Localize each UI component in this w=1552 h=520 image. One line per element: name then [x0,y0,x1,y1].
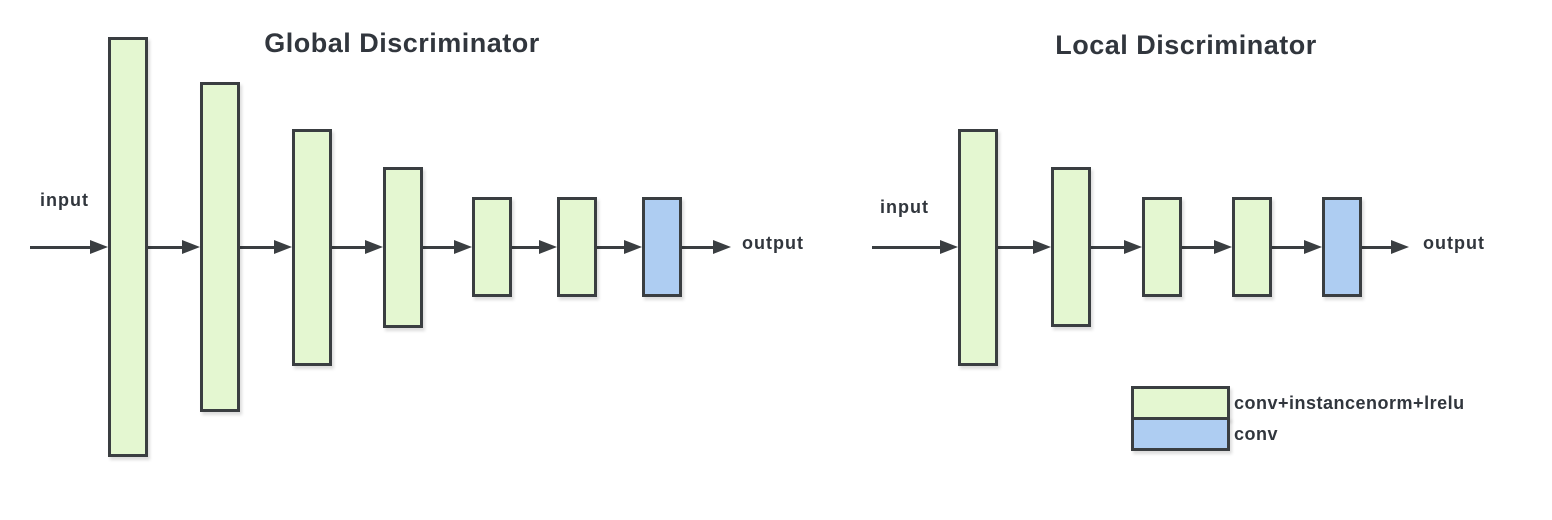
diagram-title: Local Discriminator [1055,30,1317,60]
flow-arrow-line [872,246,952,249]
output-label: output [742,233,804,253]
flow-arrow-line [1182,246,1226,249]
conv-instancenorm-lrelu-layer-bar [200,82,240,412]
flow-arrowhead-icon [1033,240,1051,254]
flow-arrowhead-icon [1214,240,1232,254]
flow-arrow-line [998,246,1045,249]
flow-arrowhead-icon [713,240,731,254]
flow-arrow-line [1091,246,1136,249]
flow-arrowhead-icon [90,240,108,254]
flow-arrowhead-icon [940,240,958,254]
conv-instancenorm-lrelu-layer-bar [108,37,148,457]
flow-arrow-line [332,246,377,249]
conv-layer-bar [642,197,682,297]
flow-arrowhead-icon [365,240,383,254]
flow-arrow-line [1362,246,1403,249]
flow-arrowhead-icon [624,240,642,254]
conv-instancenorm-lrelu-layer-bar [1051,167,1091,327]
flow-arrow-line [148,246,194,249]
flow-arrowhead-icon [1124,240,1142,254]
flow-arrow-line [1272,246,1316,249]
flow-arrow-line [30,246,102,249]
conv-instancenorm-lrelu-layer-bar [1232,197,1272,297]
legend-swatch-conv [1131,417,1230,451]
flow-arrow-line [240,246,286,249]
conv-layer-bar [1322,197,1362,297]
input-label: input [880,197,929,217]
flow-arrowhead-icon [1304,240,1322,254]
legend-label: conv+instancenorm+lrelu [1234,393,1465,413]
conv-instancenorm-lrelu-layer-bar [383,167,423,328]
legend-label: conv [1234,424,1279,444]
flow-arrowhead-icon [182,240,200,254]
legend-swatch-conv_in_lrelu [1131,386,1230,420]
conv-instancenorm-lrelu-layer-bar [472,197,512,297]
conv-instancenorm-lrelu-layer-bar [557,197,597,297]
conv-instancenorm-lrelu-layer-bar [958,129,998,366]
output-label: output [1423,233,1485,253]
flow-arrowhead-icon [539,240,557,254]
flow-arrow-line [597,246,636,249]
flow-arrowhead-icon [1391,240,1409,254]
conv-instancenorm-lrelu-layer-bar [1142,197,1182,297]
diagram-title: Global Discriminator [264,28,540,58]
flow-arrow-line [682,246,725,249]
flow-arrowhead-icon [454,240,472,254]
flow-arrow-line [423,246,466,249]
input-label: input [40,190,89,210]
flow-arrow-line [512,246,551,249]
flow-arrowhead-icon [274,240,292,254]
conv-instancenorm-lrelu-layer-bar [292,129,332,366]
